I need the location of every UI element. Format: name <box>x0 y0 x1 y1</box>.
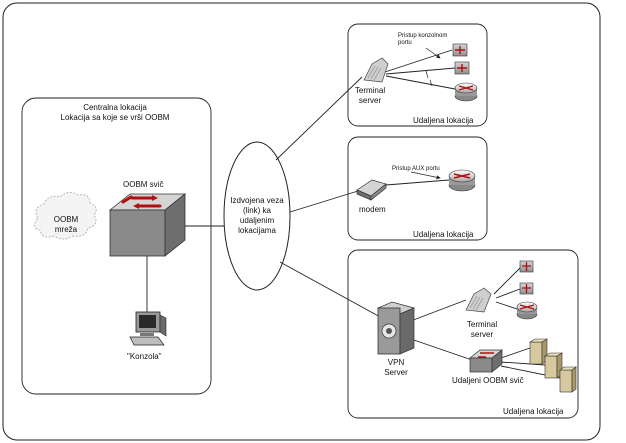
remote3-server-1 <box>528 338 549 365</box>
terminal-server-1-label: Terminal server <box>354 86 386 105</box>
remote-location-3-box <box>347 249 579 419</box>
switch-arrows-icon <box>121 195 162 208</box>
remote2-router-icon <box>448 169 476 192</box>
dedicated-link-ellipse <box>223 141 291 291</box>
remote3-router-icon <box>516 301 538 320</box>
terminal-server-2 <box>465 287 492 313</box>
terminal-server-2-label: Terminal server <box>466 320 498 339</box>
remote1-location-label: Udaljena lokacija <box>413 116 474 125</box>
vpn-server <box>376 301 416 355</box>
remote-location-1-box <box>347 23 488 127</box>
central-location-box <box>21 97 212 395</box>
remote1-annotation: Pristup konzolnom portu <box>398 33 448 46</box>
remote-location-2-box <box>347 136 488 241</box>
remote1-router-icon <box>454 82 478 102</box>
modem-device <box>356 179 387 201</box>
modem-label: modem <box>359 205 386 214</box>
remote3-device-middle <box>519 282 534 295</box>
remote2-location-label: Udaljena lokacija <box>413 230 474 239</box>
oobm-network-cloud <box>34 191 97 240</box>
remote3-device-top <box>519 260 534 273</box>
vpn-server-label: VPN Server <box>384 358 408 377</box>
oobm-switch <box>108 193 187 257</box>
remote1-device-top <box>452 43 468 57</box>
connection-lines <box>146 49 561 379</box>
oobm-switch-label: OOBM svič <box>123 180 164 189</box>
dedicated-link-label: Izdvojena veza (link) ka udaljenim lokac… <box>230 196 284 235</box>
remote3-server-3 <box>559 366 577 393</box>
remote3-location-label: Udaljena lokacija <box>503 407 564 416</box>
remote-oobm-switch <box>469 349 503 373</box>
central-title-line2: Lokacija sa koje se vrši OOBM <box>60 113 170 122</box>
annotation-arrows <box>410 47 441 180</box>
outer-frame <box>2 2 601 441</box>
remote-oobm-switch-label: Udaljeni OOBM svič <box>452 376 524 385</box>
console-label: "Konzola" <box>127 352 162 361</box>
oobm-network-label: OOBM mreža <box>53 215 79 234</box>
console-computer <box>129 311 167 346</box>
central-title-line1: Centralna lokacija <box>83 103 147 112</box>
central-location-title: Centralna lokacija Lokacija sa koje se v… <box>40 103 190 123</box>
terminal-server-1 <box>363 57 389 83</box>
remote3-server-2 <box>543 352 564 379</box>
remote1-device-middle <box>454 61 470 75</box>
remote2-annotation: Pristup AUX portu <box>392 166 440 172</box>
